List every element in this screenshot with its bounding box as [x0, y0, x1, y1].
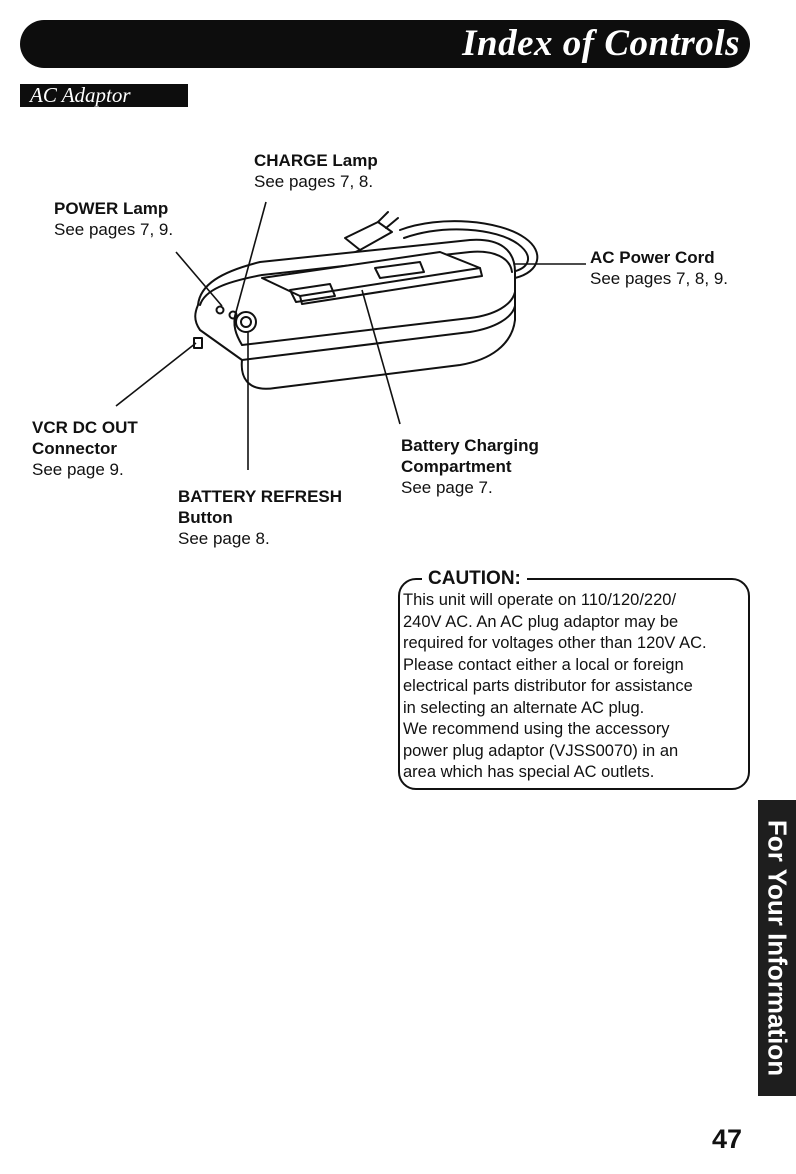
vcr-dc-out-icon — [193, 337, 203, 349]
side-tab-label: For Your Information — [762, 819, 793, 1077]
page-title: Index of Controls — [462, 23, 740, 64]
side-tab: For Your Information — [758, 800, 796, 1096]
callout-vcr-dc-out: VCR DC OUT Connector See page 9. — [32, 418, 138, 479]
callout-power-lamp: POWER Lamp See pages 7, 9. — [54, 199, 174, 239]
ac-plug — [344, 221, 393, 251]
callout-battery-refresh: BATTERY REFRESH Button See page 8. — [178, 487, 343, 548]
callout-charge-lamp: CHARGE Lamp See pages 7, 8. — [254, 151, 378, 191]
page-number: 47 — [712, 1124, 743, 1154]
ac-adaptor-diagram — [115, 201, 586, 470]
callout-ac-power-cord: AC Power Cord See pages 7, 8, 9. — [590, 248, 728, 288]
caution-text: This unit will operate on 110/120/220/ 2… — [403, 591, 707, 781]
section-title: AC Adaptor — [20, 84, 188, 107]
caution-title: CAUTION: — [422, 568, 527, 590]
refresh-button-icon — [235, 311, 257, 333]
callout-battery-charging: Battery Charging Compartment See page 7. — [401, 436, 539, 497]
header-banner: Index of Controls — [20, 20, 750, 68]
caution-box: CAUTION: This unit will operate on 110/1… — [398, 568, 750, 790]
charge-lamp-icon — [228, 310, 238, 320]
power-lamp-icon — [215, 305, 225, 315]
